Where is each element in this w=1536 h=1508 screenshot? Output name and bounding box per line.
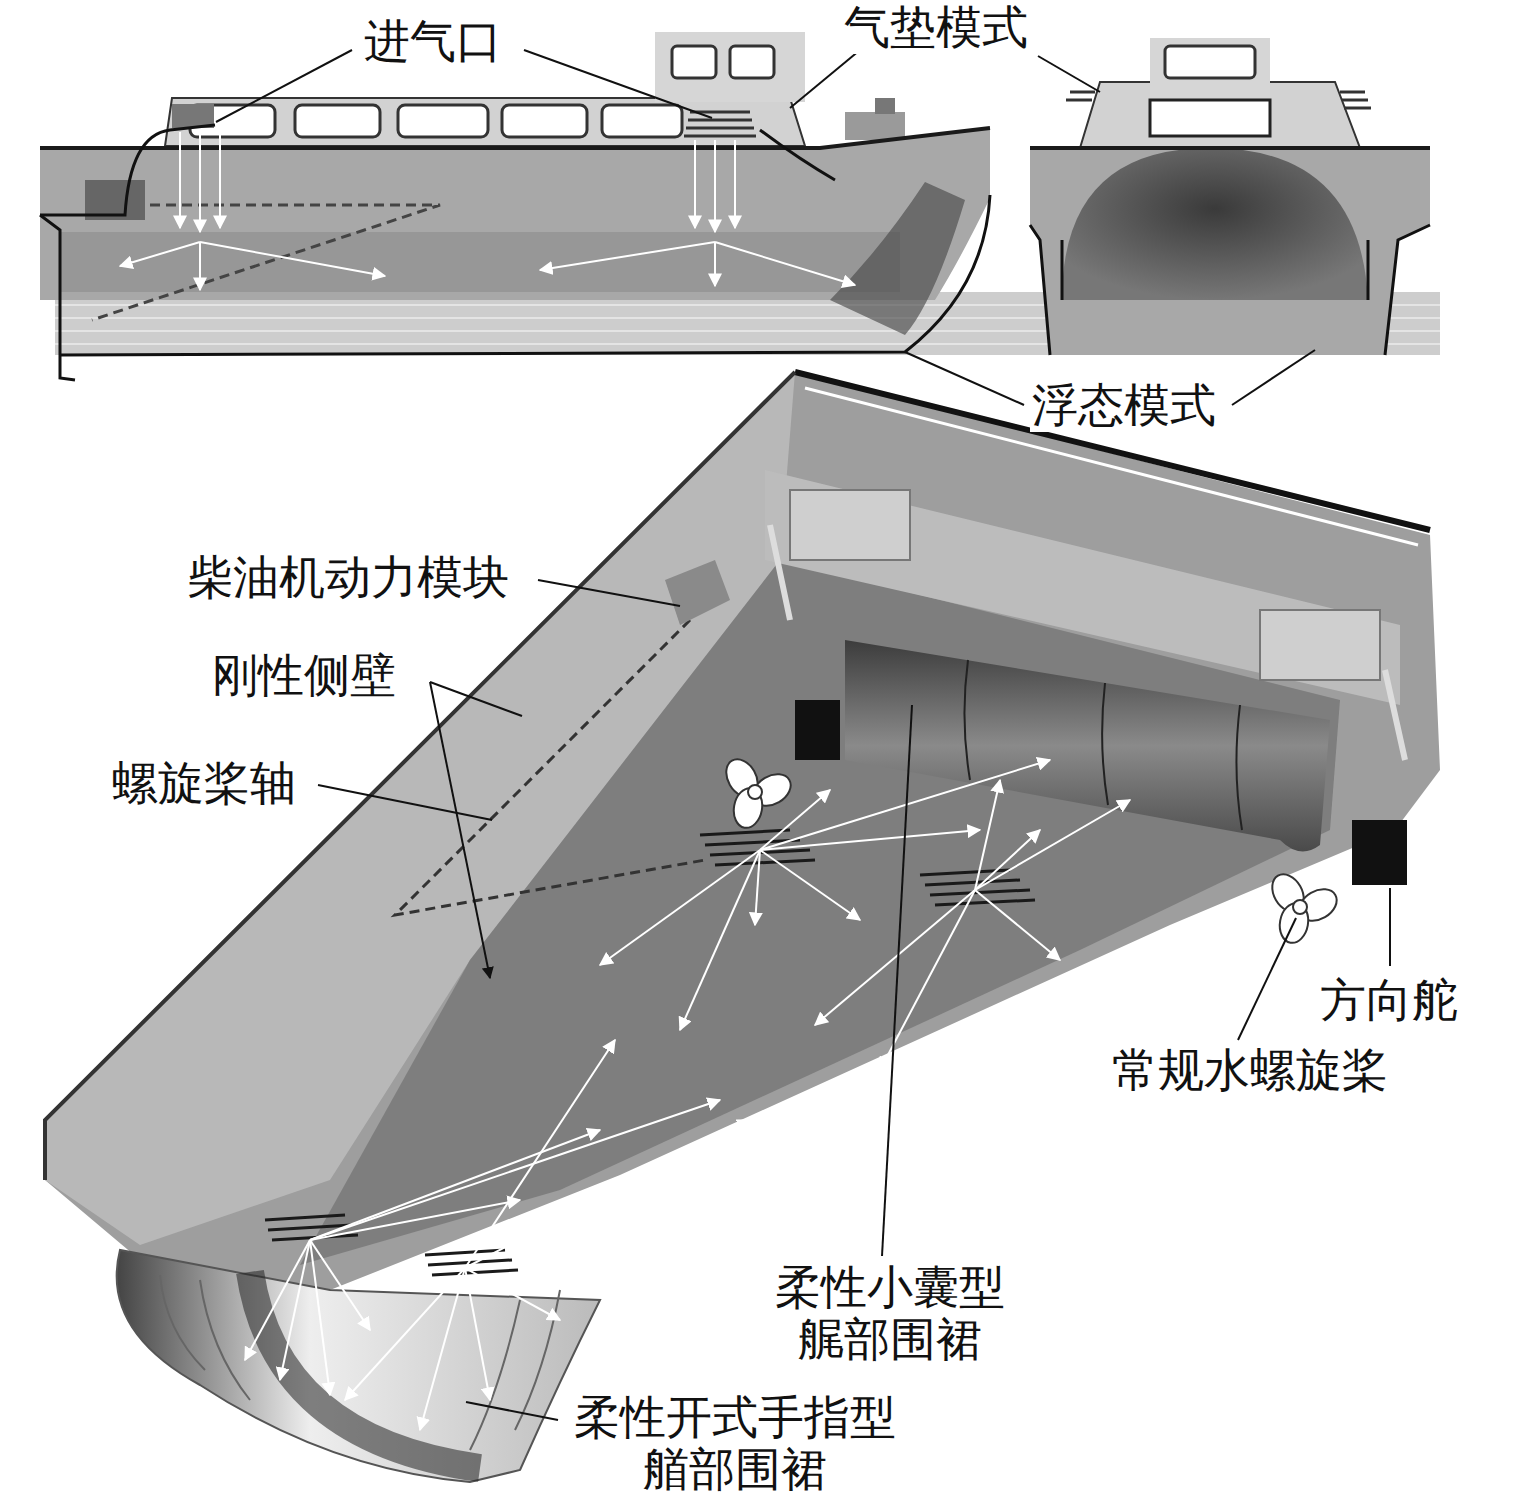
airflow-arrow <box>310 1240 330 1395</box>
airflow-arrow <box>465 1120 750 1268</box>
airflow-arrow <box>975 800 1130 890</box>
end-view <box>1030 38 1430 355</box>
airflow-arrow <box>600 850 760 965</box>
airflow-arrow <box>465 1040 615 1268</box>
part-label: 常规水螺旋桨 <box>1110 1045 1390 1097</box>
part-label: 气垫模式 <box>842 2 1030 54</box>
airflow-arrow <box>465 1268 560 1320</box>
part-label: 柔性小囊型 艉部围裙 <box>764 1262 1016 1365</box>
part-label: 柔性开式手指型 艏部围裙 <box>563 1392 907 1495</box>
airflow-arrow <box>245 1240 310 1360</box>
airflow-arrow <box>975 830 1040 890</box>
part-label: 柴油机动力模块 <box>185 552 511 604</box>
airflow-arrow <box>280 1240 310 1380</box>
part-label: 螺旋桨轴 <box>110 758 298 810</box>
airflow-arrow <box>760 850 860 920</box>
airflow-arrow <box>760 790 830 850</box>
airflow-arrow <box>310 1100 720 1240</box>
leader-lines <box>216 50 1390 1420</box>
part-label: 刚性侧壁 <box>210 650 398 702</box>
airflow-arrow <box>755 850 760 925</box>
airflow-arrow <box>465 1268 490 1400</box>
part-label: 进气口 <box>362 16 504 68</box>
airflow-arrow <box>420 1268 465 1430</box>
airflow-arrow <box>975 780 1000 890</box>
hull-underside-view <box>45 372 1440 1482</box>
side-view <box>40 32 1440 380</box>
airflow-arrow <box>310 1240 370 1330</box>
airflow-arrow <box>310 1130 600 1240</box>
airflow-arrow <box>975 890 1060 960</box>
airflow-arrow <box>680 850 760 1030</box>
part-label: 方向舵 <box>1318 975 1460 1027</box>
part-label: 浮态模式 <box>1030 380 1218 432</box>
